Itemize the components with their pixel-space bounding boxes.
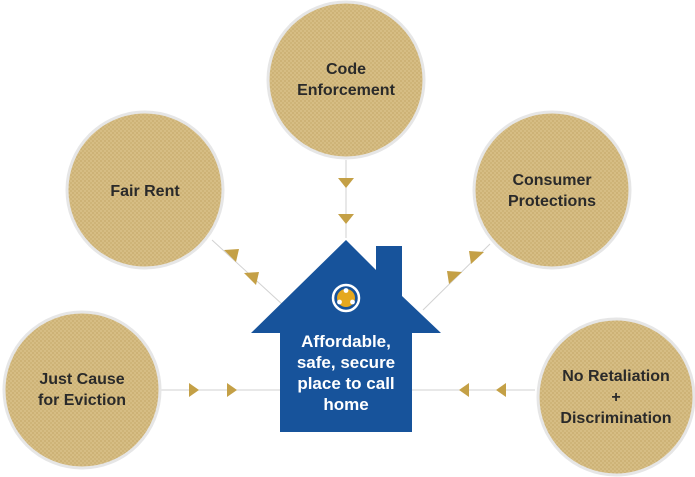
house-label-line: place to call: [297, 374, 395, 393]
label-line: +: [611, 388, 621, 406]
house-label-line: home: [323, 395, 369, 414]
triangle-arrow-icon: [459, 383, 469, 397]
circle-no-retaliation: [536, 317, 695, 477]
label-fair-rent: Fair Rent: [75, 180, 215, 202]
connector-fair-rent: [211, 239, 284, 306]
people-circle-icon: [331, 283, 361, 313]
label-line: Code: [326, 61, 366, 78]
label-line: Consumer: [512, 172, 592, 189]
arrows: [189, 178, 506, 397]
label-line: Fair Rent: [110, 182, 180, 200]
label-line: for Eviction: [37, 392, 126, 409]
label-code-enforcement: Code Enforcement: [276, 58, 416, 102]
circle-consumer-protections: [472, 110, 632, 270]
label-just-cause: Just Cause for Eviction: [12, 368, 152, 412]
triangle-arrow-icon: [469, 251, 484, 264]
circle-just-cause: [2, 310, 162, 470]
triangle-arrow-icon: [189, 383, 199, 397]
triangle-arrow-icon: [338, 178, 354, 188]
circle-fair-rent: [65, 110, 225, 270]
label-no-retaliation: No Retaliation + Discrimination: [546, 364, 686, 430]
label-line: Just Cause: [39, 371, 125, 388]
label-consumer-protections: Consumer Protections: [482, 169, 622, 213]
circle-code-enforcement: [266, 0, 426, 160]
triangle-arrow-icon: [338, 214, 354, 224]
triangle-arrow-icon: [224, 249, 239, 262]
house-shape: [251, 240, 441, 432]
label-line: Enforcement: [297, 82, 395, 99]
triangle-arrow-icon: [496, 383, 506, 397]
triangle-arrow-icon: [447, 271, 462, 284]
house-label: Affordable, safe, secure place to call h…: [280, 331, 412, 415]
label-line: Protections: [507, 193, 596, 210]
label-line: No Retaliation: [562, 367, 670, 385]
house-label-line: Affordable,: [301, 332, 391, 351]
triangle-arrow-icon: [244, 272, 259, 285]
label-line: Discrimination: [560, 409, 672, 427]
triangle-arrow-icon: [227, 383, 237, 397]
house-label-line: safe, secure: [296, 353, 396, 372]
